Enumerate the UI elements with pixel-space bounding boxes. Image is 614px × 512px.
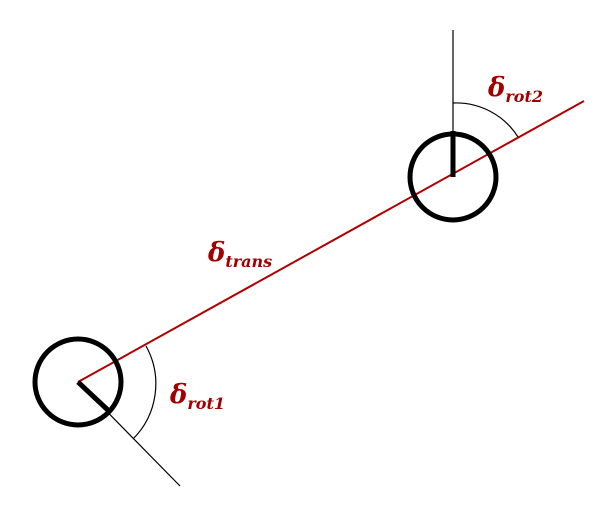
start-robot-heading-marker	[76, 380, 113, 415]
start-robot-pose	[32, 336, 124, 428]
rotation-2-label-symbol: δ	[487, 73, 505, 103]
translation-label-symbol: δ	[207, 238, 225, 268]
end-robot-pose	[407, 131, 499, 223]
rotation-2-arc	[452, 102, 519, 138]
translation-label: δtrans	[207, 238, 272, 271]
translation-path	[77, 100, 585, 383]
translation-label-subscript: trans	[225, 252, 272, 271]
rotation-1-label: δrot1	[169, 380, 225, 413]
rotation-1-arc	[132, 345, 157, 440]
rotation-2-label: δrot2	[487, 73, 543, 106]
rotation-2-label-subscript: rot2	[505, 87, 543, 106]
rotation-1-label-symbol: δ	[169, 380, 187, 410]
rotation-1-label-subscript: rot1	[187, 394, 225, 413]
start-robot-body	[32, 336, 124, 428]
